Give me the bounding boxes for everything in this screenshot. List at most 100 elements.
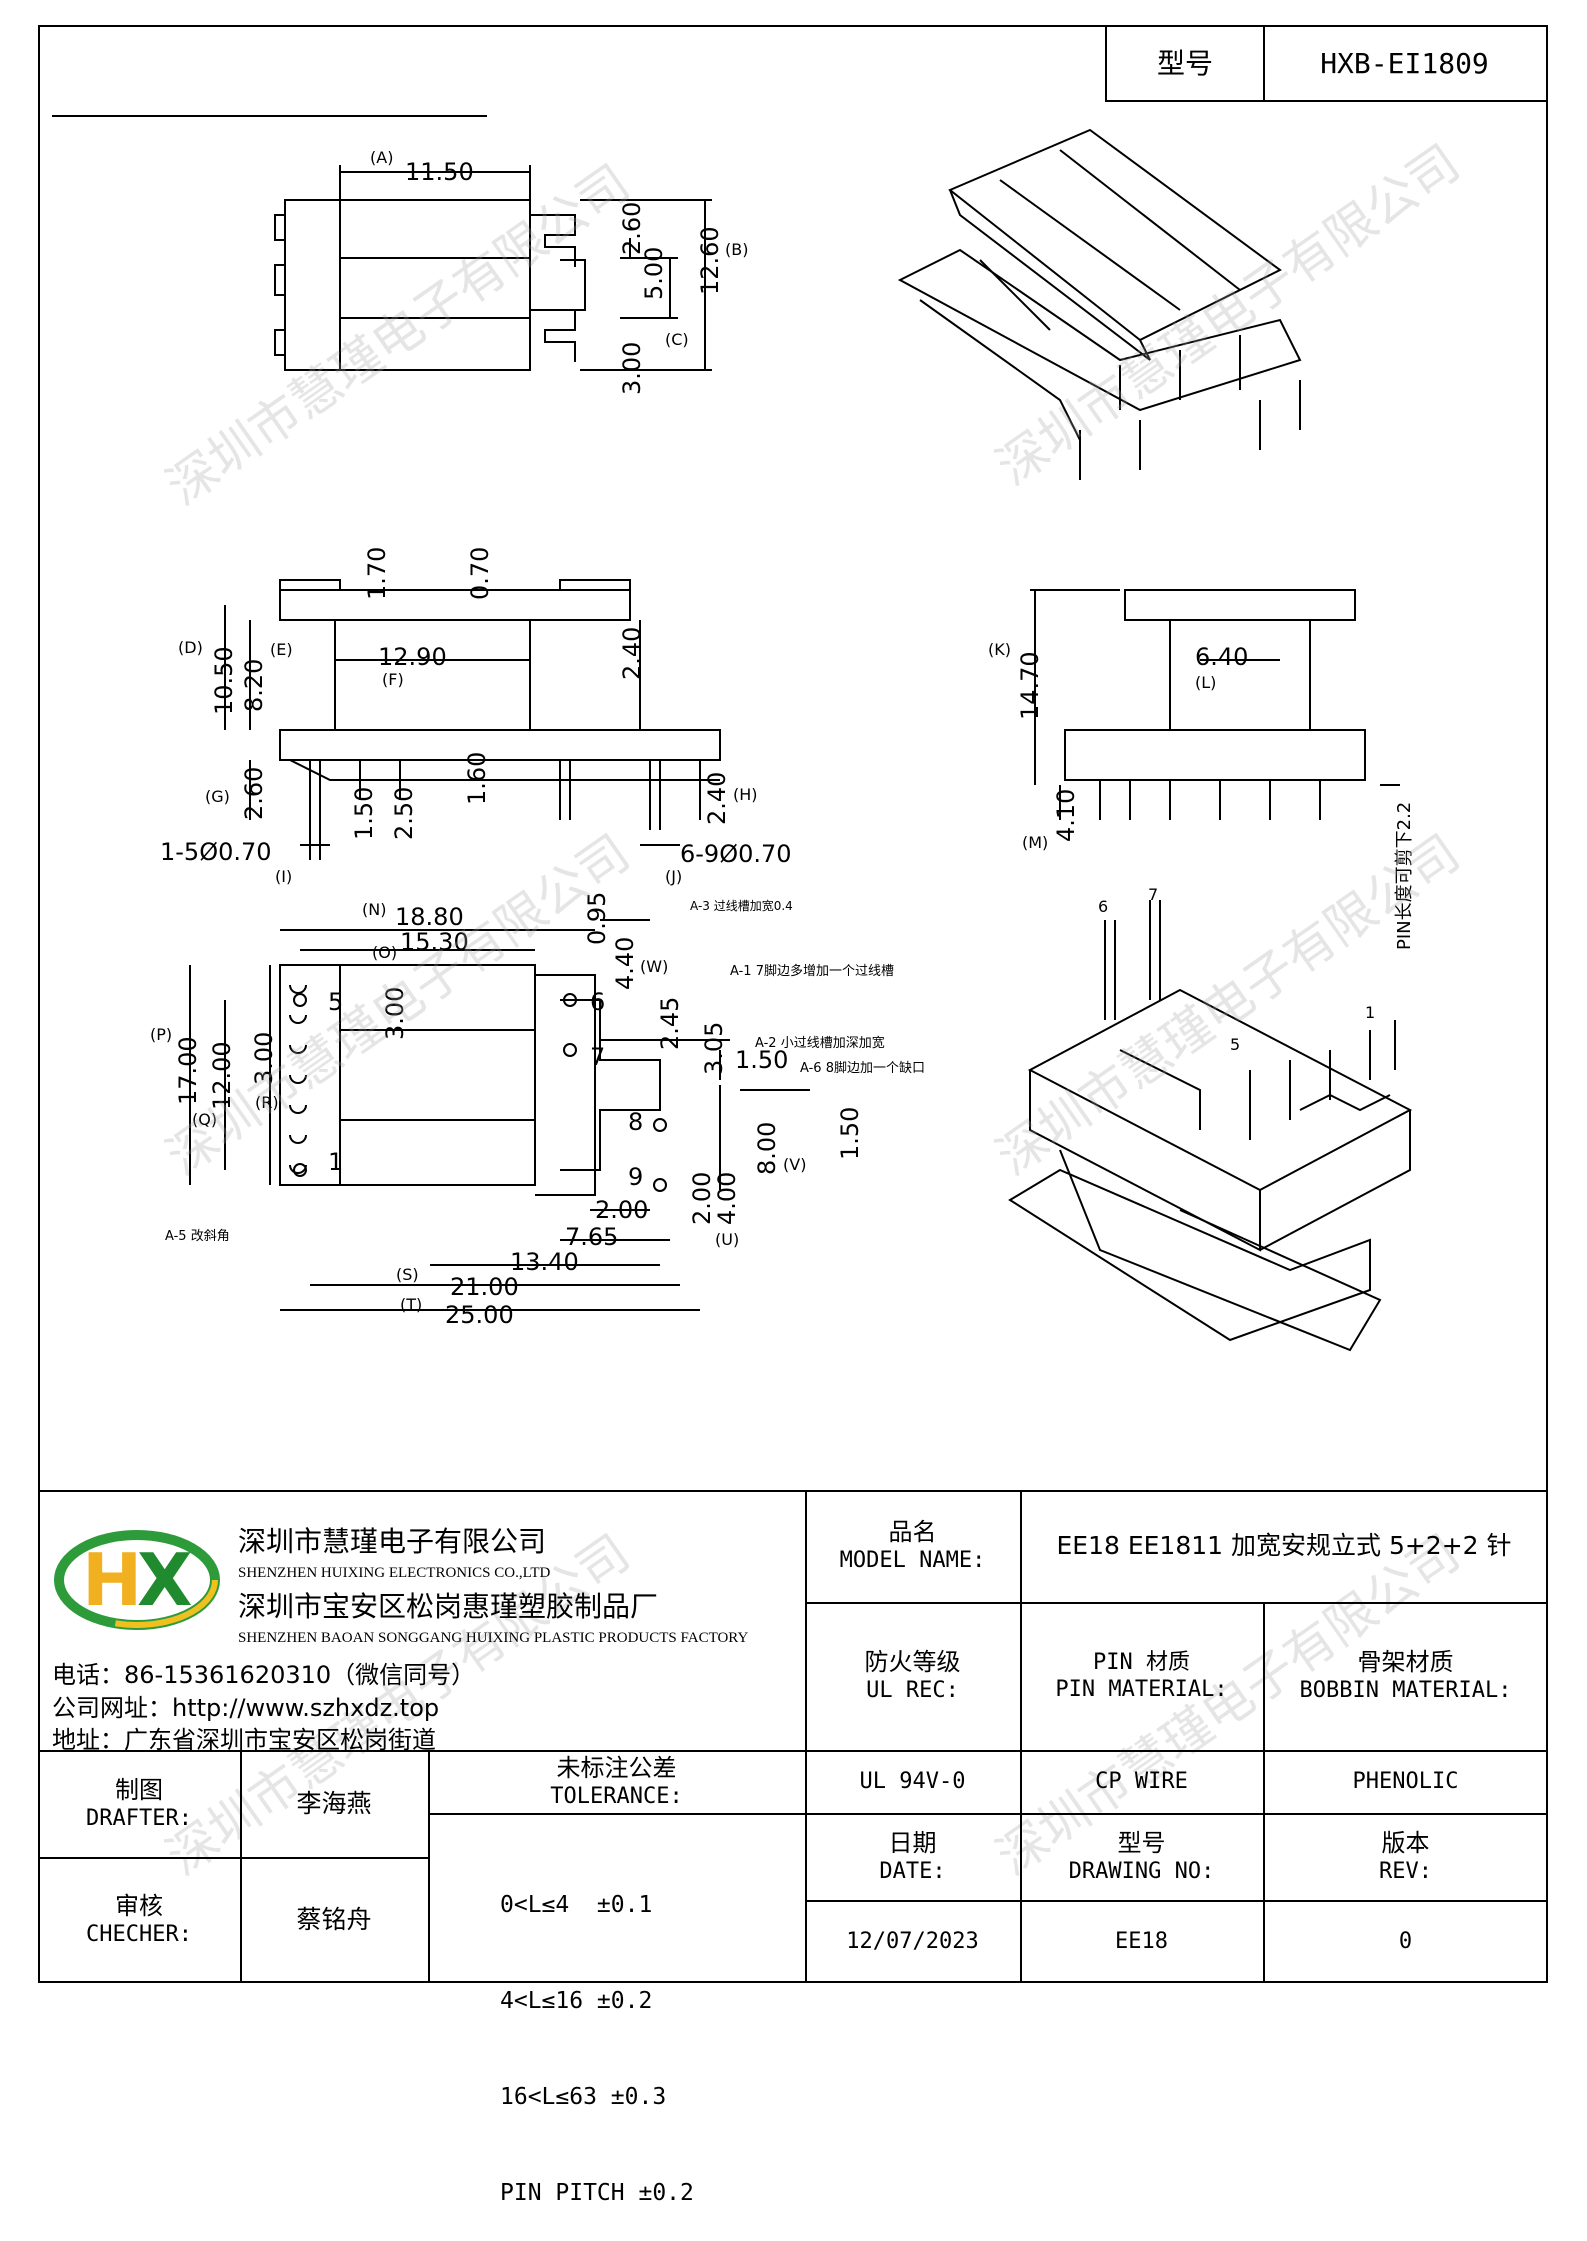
dim-bottom-300: 3.00 <box>381 987 409 1040</box>
company-logo: H X <box>52 1515 222 1645</box>
dim-L-val: 6.40 <box>1195 643 1248 671</box>
divider <box>805 1900 1548 1902</box>
company-name-en: SHENZHEN HUIXING ELECTRONICS CO.,LTD <box>238 1565 551 1581</box>
note-a1: A-1 7脚边多增加一个过线槽 <box>730 963 894 979</box>
tolerance-row: 16<L≤63 ±0.3 <box>500 2084 667 2110</box>
drafter-value: 李海燕 <box>296 1788 372 1818</box>
dim-F-val: 12.90 <box>378 643 447 671</box>
dim-V: (V) <box>783 1155 806 1174</box>
dim-top-260: 2.60 <box>618 202 646 255</box>
dim-D: (D) <box>178 638 203 657</box>
pin-6: 6 <box>590 988 605 1016</box>
iso-pin-5: 5 <box>1230 1035 1240 1054</box>
tolerance-row: PIN PITCH ±0.2 <box>500 2180 694 2206</box>
dim-G: (G) <box>205 787 230 806</box>
pin-material-label: PIN 材质 PIN MATERIAL: <box>1055 1649 1228 1703</box>
bobbin-material-label: 骨架材质 BOBBIN MATERIAL: <box>1299 1648 1512 1704</box>
checker-label: 审核 CHECHER: <box>86 1892 192 1948</box>
note-a2: A-2 小过线槽加深加宽 <box>755 1035 885 1051</box>
pin-material-value: CP WIRE <box>1095 1768 1188 1794</box>
dim-B-val: 12.60 <box>696 226 724 295</box>
divider <box>805 1490 807 1983</box>
date-value: 12/07/2023 <box>846 1928 979 1954</box>
dim-1340: 13.40 <box>510 1248 579 1276</box>
divider <box>805 1602 1548 1604</box>
dim-P: (P) <box>150 1025 172 1044</box>
model-name-value: EE18 EE1811 加宽安规立式 5+2+2 针 <box>1056 1531 1512 1561</box>
dim-E: (E) <box>270 640 293 659</box>
tolerance-label: 未标注公差 TOLERANCE: <box>550 1753 683 1809</box>
dim-O-val: 15.30 <box>400 928 469 956</box>
dim-M: (M) <box>1022 833 1048 852</box>
dim-765: 7.65 <box>565 1223 618 1251</box>
divider <box>1263 1602 1265 1983</box>
pin-7: 7 <box>590 1043 605 1071</box>
divider <box>428 1750 430 1983</box>
company-phone: 电话：86-15361620310（微信同号） <box>52 1661 476 1689</box>
dim-Q: (Q) <box>192 1110 217 1129</box>
checker-value: 蔡铭舟 <box>296 1905 372 1935</box>
company-address: 地址：广东省深圳市宝安区松岗街道 <box>52 1726 436 1754</box>
dim-T-val: 25.00 <box>445 1301 514 1329</box>
factory-name-cn: 深圳市宝安区松岗惠瑾塑胶制品厂 <box>238 1590 659 1623</box>
dim-A: (A) <box>370 148 393 167</box>
dim-R-val: 3.00 <box>250 1032 278 1085</box>
dim-H-val: 2.40 <box>703 772 731 825</box>
dim-M-val: 4.10 <box>1052 789 1080 842</box>
dim-150: 1.50 <box>350 787 378 840</box>
dim-250: 2.50 <box>390 787 418 840</box>
header-model-value: HXB-EI1809 <box>1263 25 1548 102</box>
svg-text:X: X <box>137 1538 193 1622</box>
dim-J: (J) <box>665 867 682 886</box>
pin-8: 8 <box>628 1108 643 1136</box>
dim-S-val: 21.00 <box>450 1273 519 1301</box>
technical-drawing: (A) 11.50 (B) 12.60 5.00 (C) 2.60 3.00 1… <box>150 128 1415 1352</box>
dim-070: 0.70 <box>466 547 494 600</box>
note-a6: A-6 8脚边加一个缺口 <box>800 1060 925 1076</box>
tolerance-row: 0<L≤4 ±0.1 <box>500 1892 653 1918</box>
header-rule <box>52 115 487 117</box>
divider <box>38 1750 1548 1752</box>
pin-9: 9 <box>628 1163 643 1191</box>
dim-150-a: 1.50 <box>735 1046 788 1074</box>
dim-top-300: 3.00 <box>618 342 646 395</box>
titleblock-top-rule <box>38 1490 1548 1492</box>
dim-O: (O) <box>372 943 397 962</box>
model-name-label: 品名 MODEL NAME: <box>839 1518 986 1574</box>
front-view <box>224 579 721 860</box>
pin-5: 5 <box>328 988 343 1016</box>
dim-L: (L) <box>1195 673 1216 692</box>
divider <box>240 1750 242 1983</box>
dim-Q-val: 12.00 <box>208 1041 236 1110</box>
dim-R: (R) <box>255 1093 279 1112</box>
divider <box>38 1857 428 1859</box>
pin-right-label: 6-9Ø0.70 <box>680 840 792 868</box>
drawing-frame <box>38 25 1548 1983</box>
dim-U-val: 4.00 <box>713 1172 741 1225</box>
dim-W: (W) <box>640 957 668 976</box>
iso-view-bottom <box>1008 900 1413 1352</box>
note-a3: A-3 过线槽加宽0.4 <box>690 898 793 913</box>
dim-C: (C) <box>665 330 689 349</box>
dim-V-val: 8.00 <box>753 1122 781 1175</box>
iso-view-top <box>897 128 1302 480</box>
rev-label: 版本 REV: <box>1379 1828 1432 1884</box>
dim-H: (H) <box>733 785 758 804</box>
pin-left-label: 1-5Ø0.70 <box>160 838 272 866</box>
dim-C-val: 5.00 <box>640 247 668 300</box>
iso-pin-1: 1 <box>1365 1003 1375 1022</box>
dim-D-val: 10.50 <box>210 646 238 715</box>
dim-B: (B) <box>725 240 748 259</box>
dim-W-val: 4.40 <box>611 937 639 990</box>
drawing-no-label: 型号 DRAWING NO: <box>1068 1828 1215 1884</box>
fire-rating-value: UL 94V-0 <box>859 1768 966 1794</box>
rev-value: 0 <box>1398 1928 1413 1954</box>
dim-200-b: 2.00 <box>688 1172 716 1225</box>
dim-150-b: 1.50 <box>836 1107 864 1160</box>
dim-K-val: 14.70 <box>1016 651 1044 720</box>
bobbin-material-value: PHENOLIC <box>1352 1768 1459 1794</box>
dim-200: 2.00 <box>595 1196 648 1224</box>
dim-A-val: 11.50 <box>405 158 474 186</box>
header-model-label: 型号 <box>1105 25 1265 102</box>
iso-pin-6: 6 <box>1098 897 1108 916</box>
